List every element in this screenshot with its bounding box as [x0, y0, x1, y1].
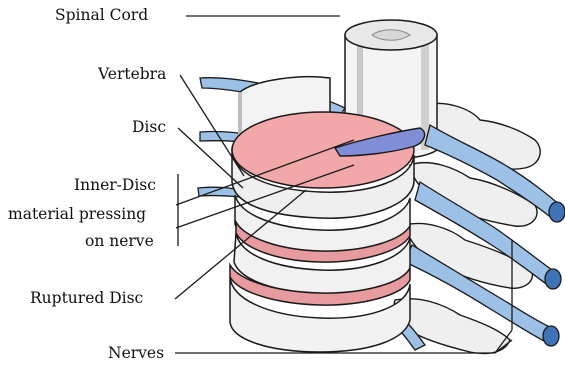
label-inner-disc-line3: on nerve: [85, 232, 154, 251]
label-disc: Disc: [132, 118, 166, 137]
label-vertebra: Vertebra: [98, 65, 166, 84]
disc-top: [232, 112, 414, 218]
label-nerves: Nerves: [108, 344, 164, 363]
label-ruptured-disc: Ruptured Disc: [30, 289, 143, 308]
label-spinal-cord: Spinal Cord: [55, 6, 148, 25]
label-inner-disc-line2: material pressing: [8, 205, 146, 224]
label-inner-disc-line1: Inner-Disc: [74, 176, 156, 195]
